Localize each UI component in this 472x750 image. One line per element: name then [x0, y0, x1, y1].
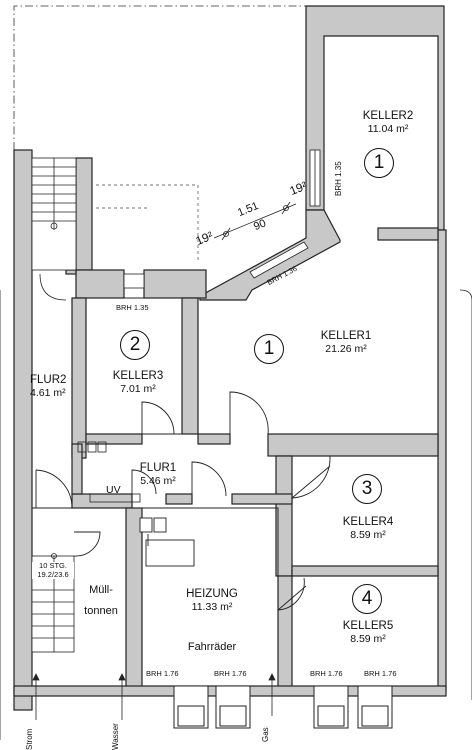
dimension-line	[213, 201, 297, 241]
utility-gas: Gas	[261, 727, 270, 742]
utility-markers	[32, 673, 276, 720]
room-name: HEIZUNG	[186, 588, 238, 600]
doors	[35, 391, 331, 611]
terrace-dashed	[96, 184, 199, 262]
room-heizung-note: Fahrräder	[187, 641, 237, 653]
stairs-upper	[31, 157, 77, 301]
heating-equipment	[139, 517, 195, 567]
stairs-label: 10 STG. 19.2/23.6	[32, 561, 74, 580]
utility-strom: Strom	[25, 728, 34, 750]
brh-heizung-1: BRH 1.76	[146, 669, 179, 678]
stairs-ratio: 19.2/23.6	[37, 569, 69, 579]
room-name: KELLER2	[362, 110, 414, 122]
brh-keller5-2: BRH 1.76	[364, 669, 397, 678]
window-wells	[173, 685, 393, 729]
room-number-keller4: 3	[352, 474, 382, 504]
room-keller3: KELLER3 7.01 m²	[90, 370, 186, 395]
windows	[123, 149, 321, 289]
room-area: 11.33 m²	[191, 601, 233, 614]
room-number-keller1: 1	[254, 334, 284, 364]
room-heizung: HEIZUNG 11.33 m²	[160, 588, 264, 613]
room-name: KELLER4	[342, 516, 394, 528]
room-number-keller2: 1	[364, 148, 394, 178]
brh-keller2-window: BRH 1.35	[334, 161, 343, 196]
brh-heizung-2: BRH 1.76	[214, 669, 247, 678]
brh-keller3: BRH 1.35	[116, 303, 149, 312]
room-area: 5.46 m²	[140, 475, 176, 488]
stairs-count: 10 STG.	[39, 561, 67, 570]
room-name: KELLER5	[342, 620, 394, 632]
room-keller2: KELLER2 11.04 m²	[338, 110, 438, 135]
uv-cabinet	[77, 441, 141, 503]
muell-line1: Müll-	[89, 584, 113, 596]
room-area: 4.61 m²	[30, 387, 66, 400]
room-area: 8.59 m²	[350, 633, 386, 646]
room-keller5: KELLER5 8.59 m²	[318, 620, 418, 645]
room-area: 7.01 m²	[120, 383, 156, 396]
room-number-keller5: 4	[352, 584, 382, 614]
room-keller4: KELLER4 8.59 m²	[318, 516, 418, 541]
room-keller1: KELLER1 21.26 m²	[296, 330, 396, 355]
muell-label: Müll- tonnen	[76, 584, 126, 617]
room-name: FLUR1	[139, 462, 177, 474]
room-name: KELLER3	[112, 370, 164, 382]
room-outlines	[31, 297, 439, 687]
brh-keller5-1: BRH 1.76	[310, 669, 343, 678]
room-name: FLUR2	[30, 374, 67, 386]
room-flur1: FLUR1 5.46 m²	[110, 462, 206, 487]
room-area: 11.04 m²	[367, 123, 409, 136]
room-number-keller3: 2	[120, 330, 150, 360]
room-area: 8.59 m²	[350, 529, 386, 542]
uv-label: UV	[106, 484, 121, 496]
room-name: KELLER1	[320, 330, 372, 342]
muell-line2: tonnen	[84, 604, 118, 617]
utility-wasser: Wasser	[111, 723, 120, 750]
room-area: 21.26 m²	[325, 343, 367, 356]
room-flur2: FLUR2 4.61 m²	[30, 374, 76, 399]
